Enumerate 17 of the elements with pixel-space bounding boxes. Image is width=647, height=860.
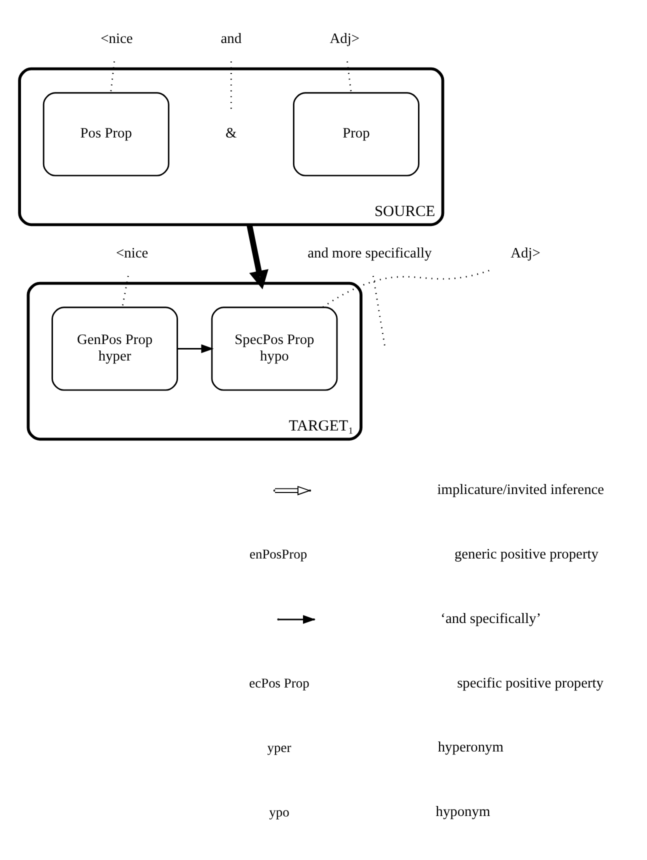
- legend-label: hyperonym: [438, 740, 504, 756]
- legend-label: ‘and specifically’: [440, 610, 542, 627]
- label: ypo: [269, 804, 290, 820]
- node-text: &: [226, 126, 237, 142]
- node-text: Adj>: [510, 245, 540, 262]
- node-text: Adj>: [330, 30, 360, 47]
- label: ecPos Prop: [249, 675, 310, 690]
- legend-label: hyponym: [436, 804, 490, 820]
- node-text: and more specifically: [308, 245, 432, 262]
- node-text: <nice: [116, 245, 148, 262]
- legend-label: generic positive property: [454, 546, 598, 562]
- label: enPosProp: [250, 546, 308, 562]
- node-text: <nice: [100, 30, 133, 47]
- node-text: and: [220, 30, 242, 47]
- legend-label: specific positive property: [457, 675, 604, 692]
- legend-label: implicature/invited inference: [437, 482, 604, 498]
- label: yper: [267, 740, 292, 755]
